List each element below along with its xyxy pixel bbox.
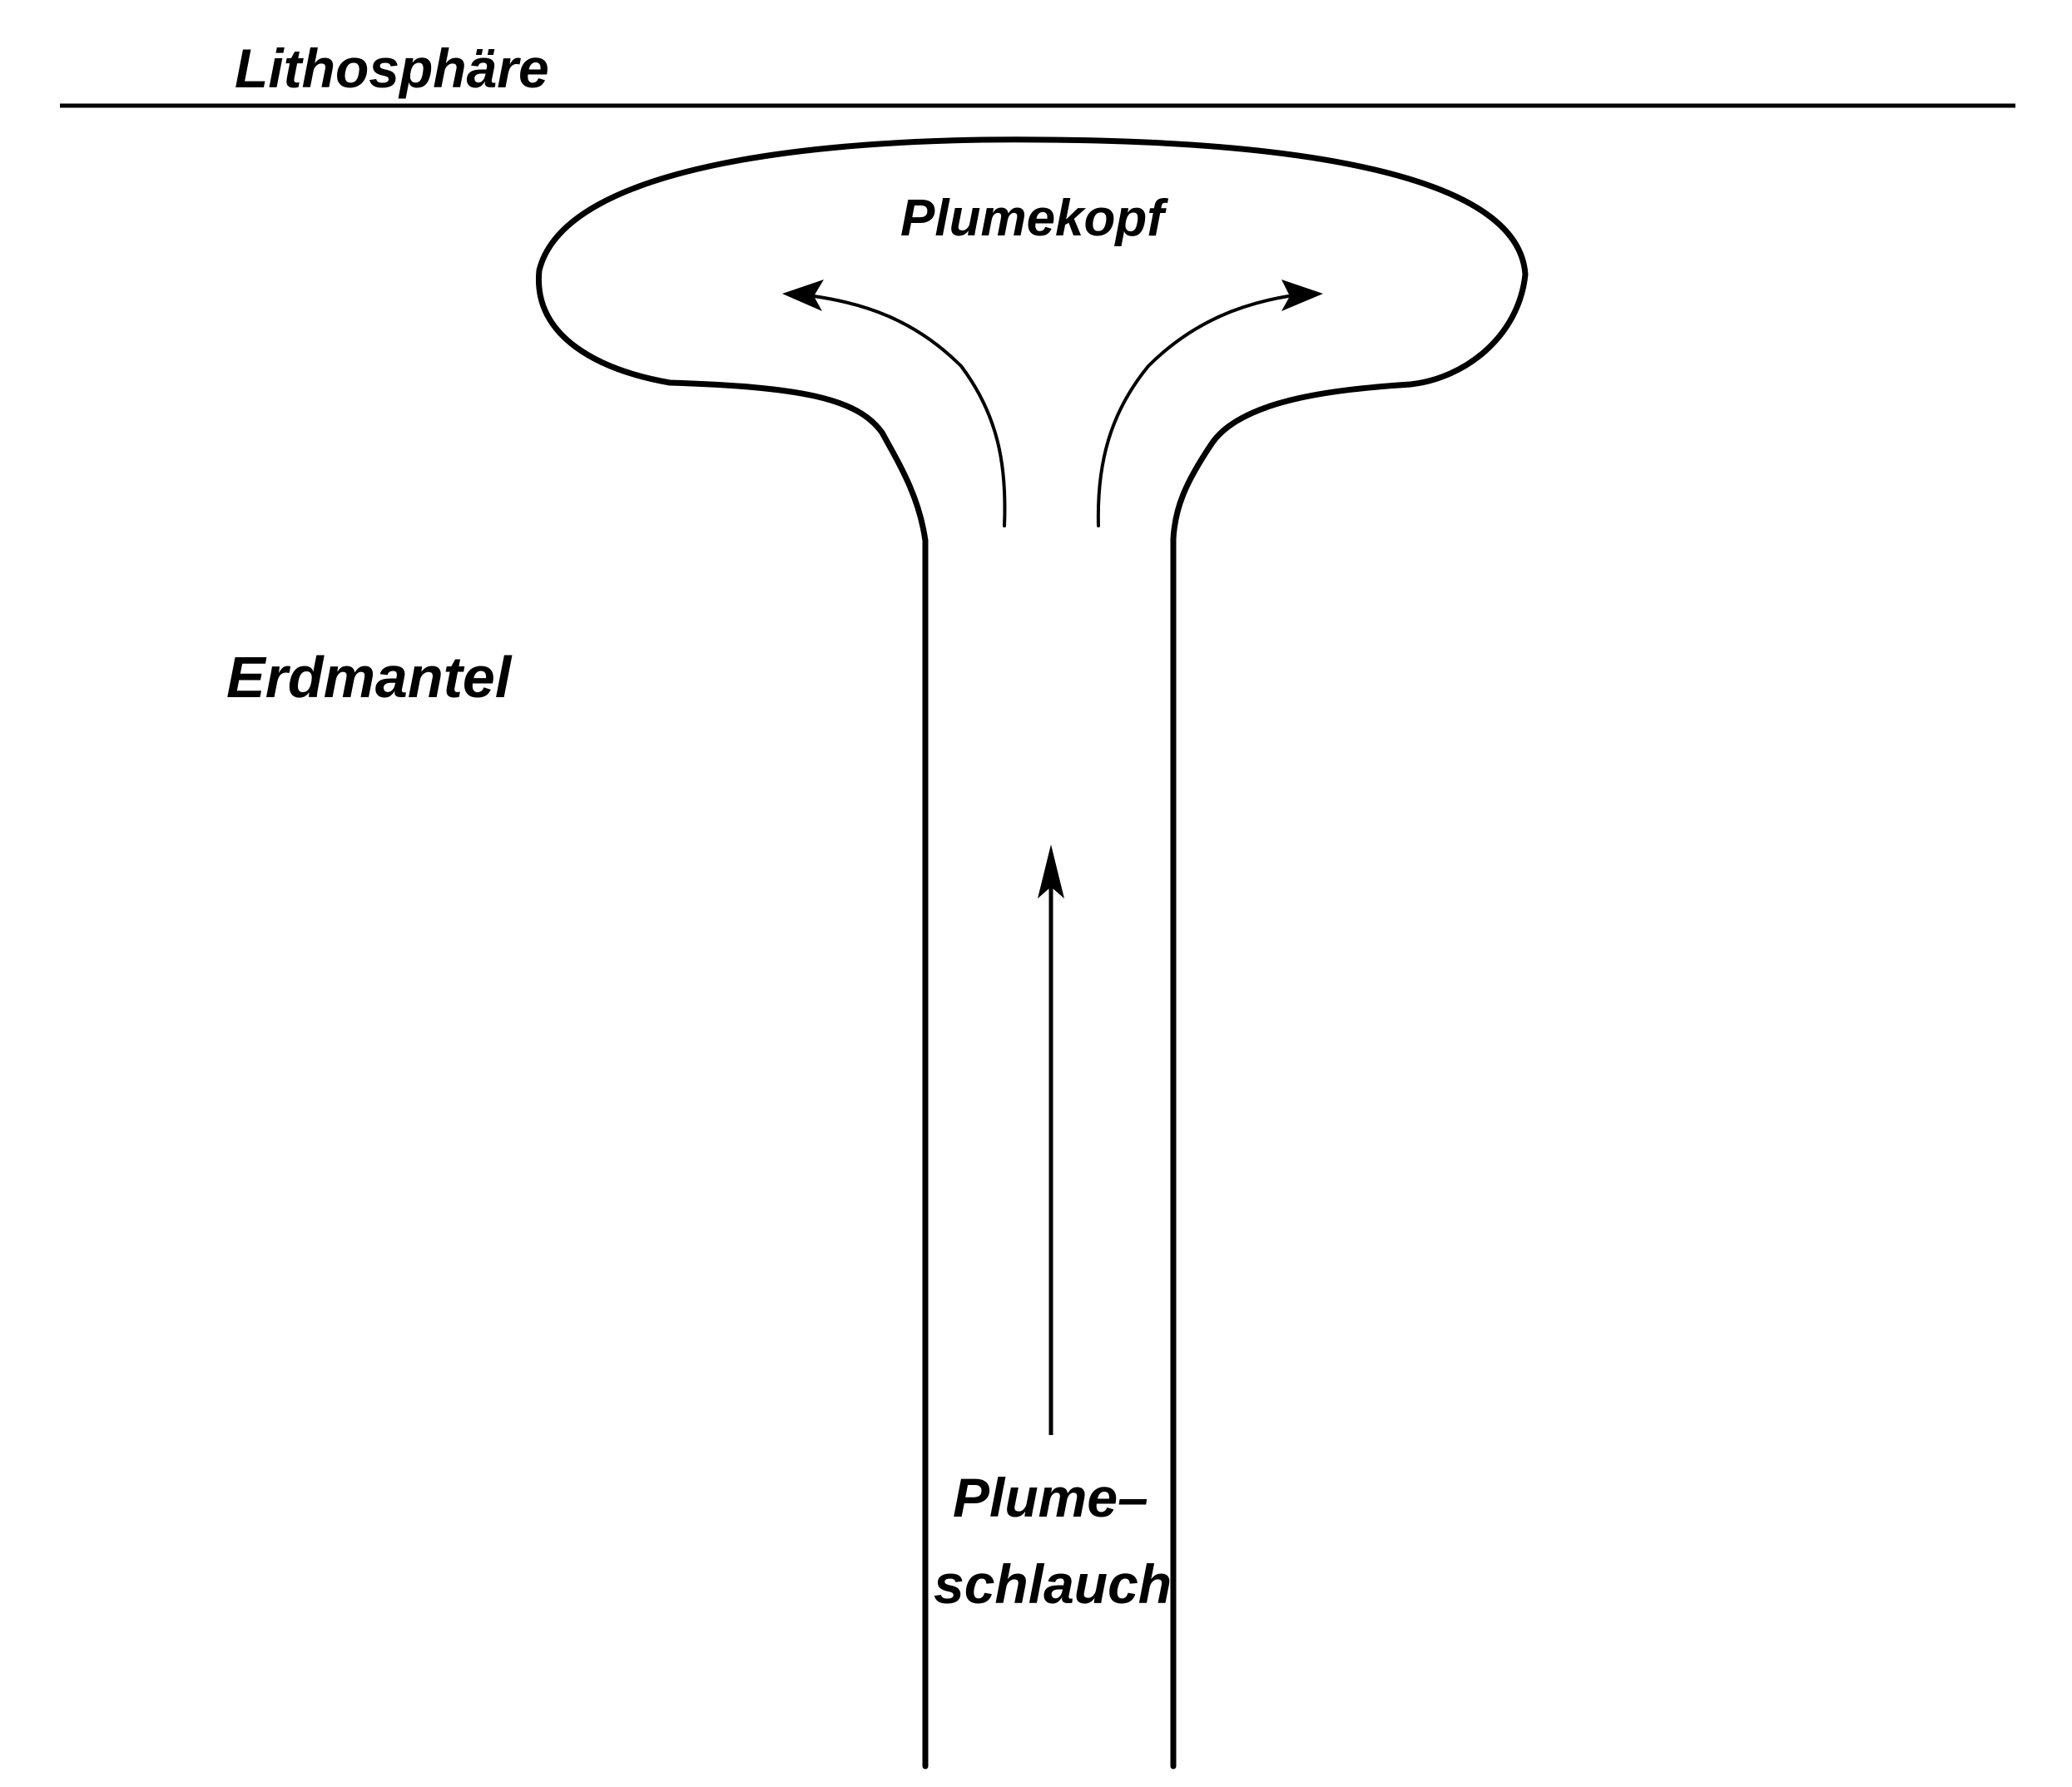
plume-head-outline (535, 136, 1529, 544)
plume-tail-label-line1: Plume– (953, 1467, 1148, 1528)
plume-head-label: Plumekopf (900, 190, 1168, 247)
flow-arrow-right-curve (1096, 295, 1290, 527)
flow-arrow-up-head (1038, 844, 1064, 898)
mantle-label: Erdmantel (226, 645, 513, 710)
plume-tail-label-line2: schlauch (934, 1553, 1172, 1615)
lithosphere-label: Lithosphäre (235, 37, 549, 99)
flow-arrow-left-head (782, 280, 824, 311)
flow-arrow-left-curve (812, 295, 1007, 527)
flow-arrow-right-head (1281, 280, 1323, 311)
